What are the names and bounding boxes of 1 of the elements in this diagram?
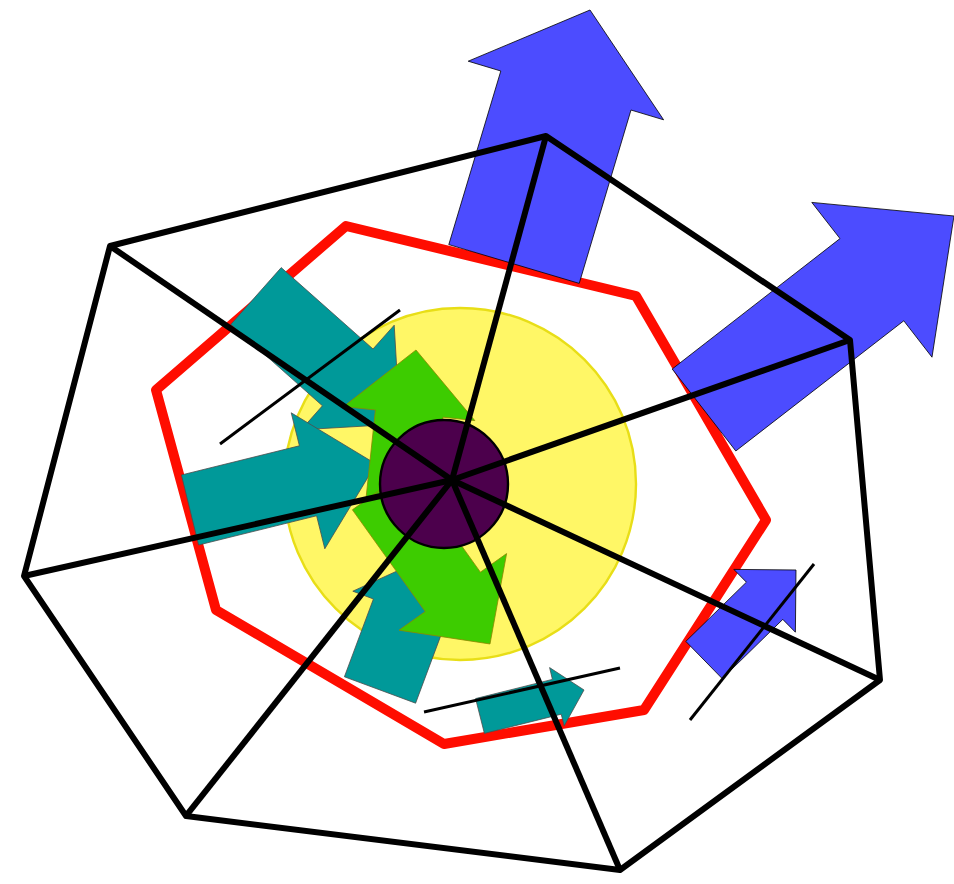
hub-circle	[378, 418, 510, 550]
